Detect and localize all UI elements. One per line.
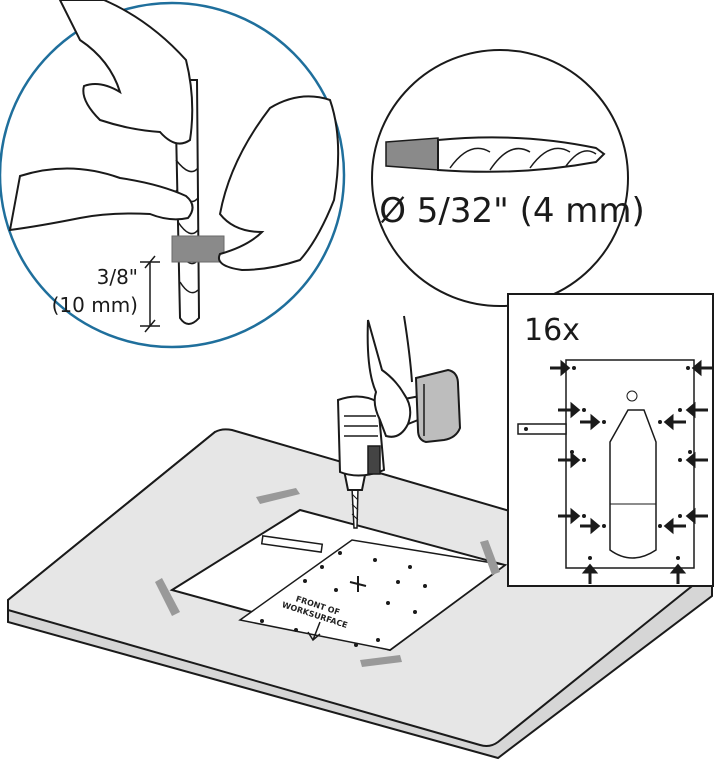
arrow-icon-group	[550, 359, 712, 584]
depth-mm-label: (10 mm)	[52, 293, 138, 317]
drill-bit-horizontal-icon	[385, 136, 606, 173]
depth-dimension	[140, 255, 160, 333]
marker-right	[480, 540, 500, 575]
template-slot	[260, 535, 324, 553]
marker-left	[155, 578, 180, 616]
template-holes	[260, 551, 427, 647]
front-arrow-icon	[307, 621, 321, 642]
hole-count-label: 16x	[524, 313, 580, 348]
bit-size-inset: Ø 5/32" (4 mm)	[371, 49, 645, 307]
drill-size-label: Ø 5/32" (4 mm)	[379, 191, 645, 231]
alignment-markers	[155, 488, 500, 667]
marker-bottom	[360, 655, 402, 667]
power-drill-icon	[336, 315, 462, 529]
mini-template-slot	[517, 423, 567, 435]
template-inner	[238, 539, 507, 651]
hole-count-panel: 16x	[507, 293, 714, 587]
drill-template: FRONT OF WORKSURFACE	[169, 508, 508, 652]
tape-marker	[171, 235, 225, 263]
left-hand-icon	[58, 0, 194, 145]
bit-size-inset-circle	[371, 49, 629, 307]
depth-inch-label: 3/8"	[97, 265, 138, 289]
mini-holes	[570, 366, 692, 560]
hand-icon	[366, 319, 412, 438]
mini-template-center	[609, 409, 657, 559]
marker-top	[256, 488, 300, 504]
right-hand-icon	[218, 95, 340, 272]
depth-inset: 3/8" (10 mm)	[0, 0, 346, 349]
center-cross	[349, 576, 367, 592]
